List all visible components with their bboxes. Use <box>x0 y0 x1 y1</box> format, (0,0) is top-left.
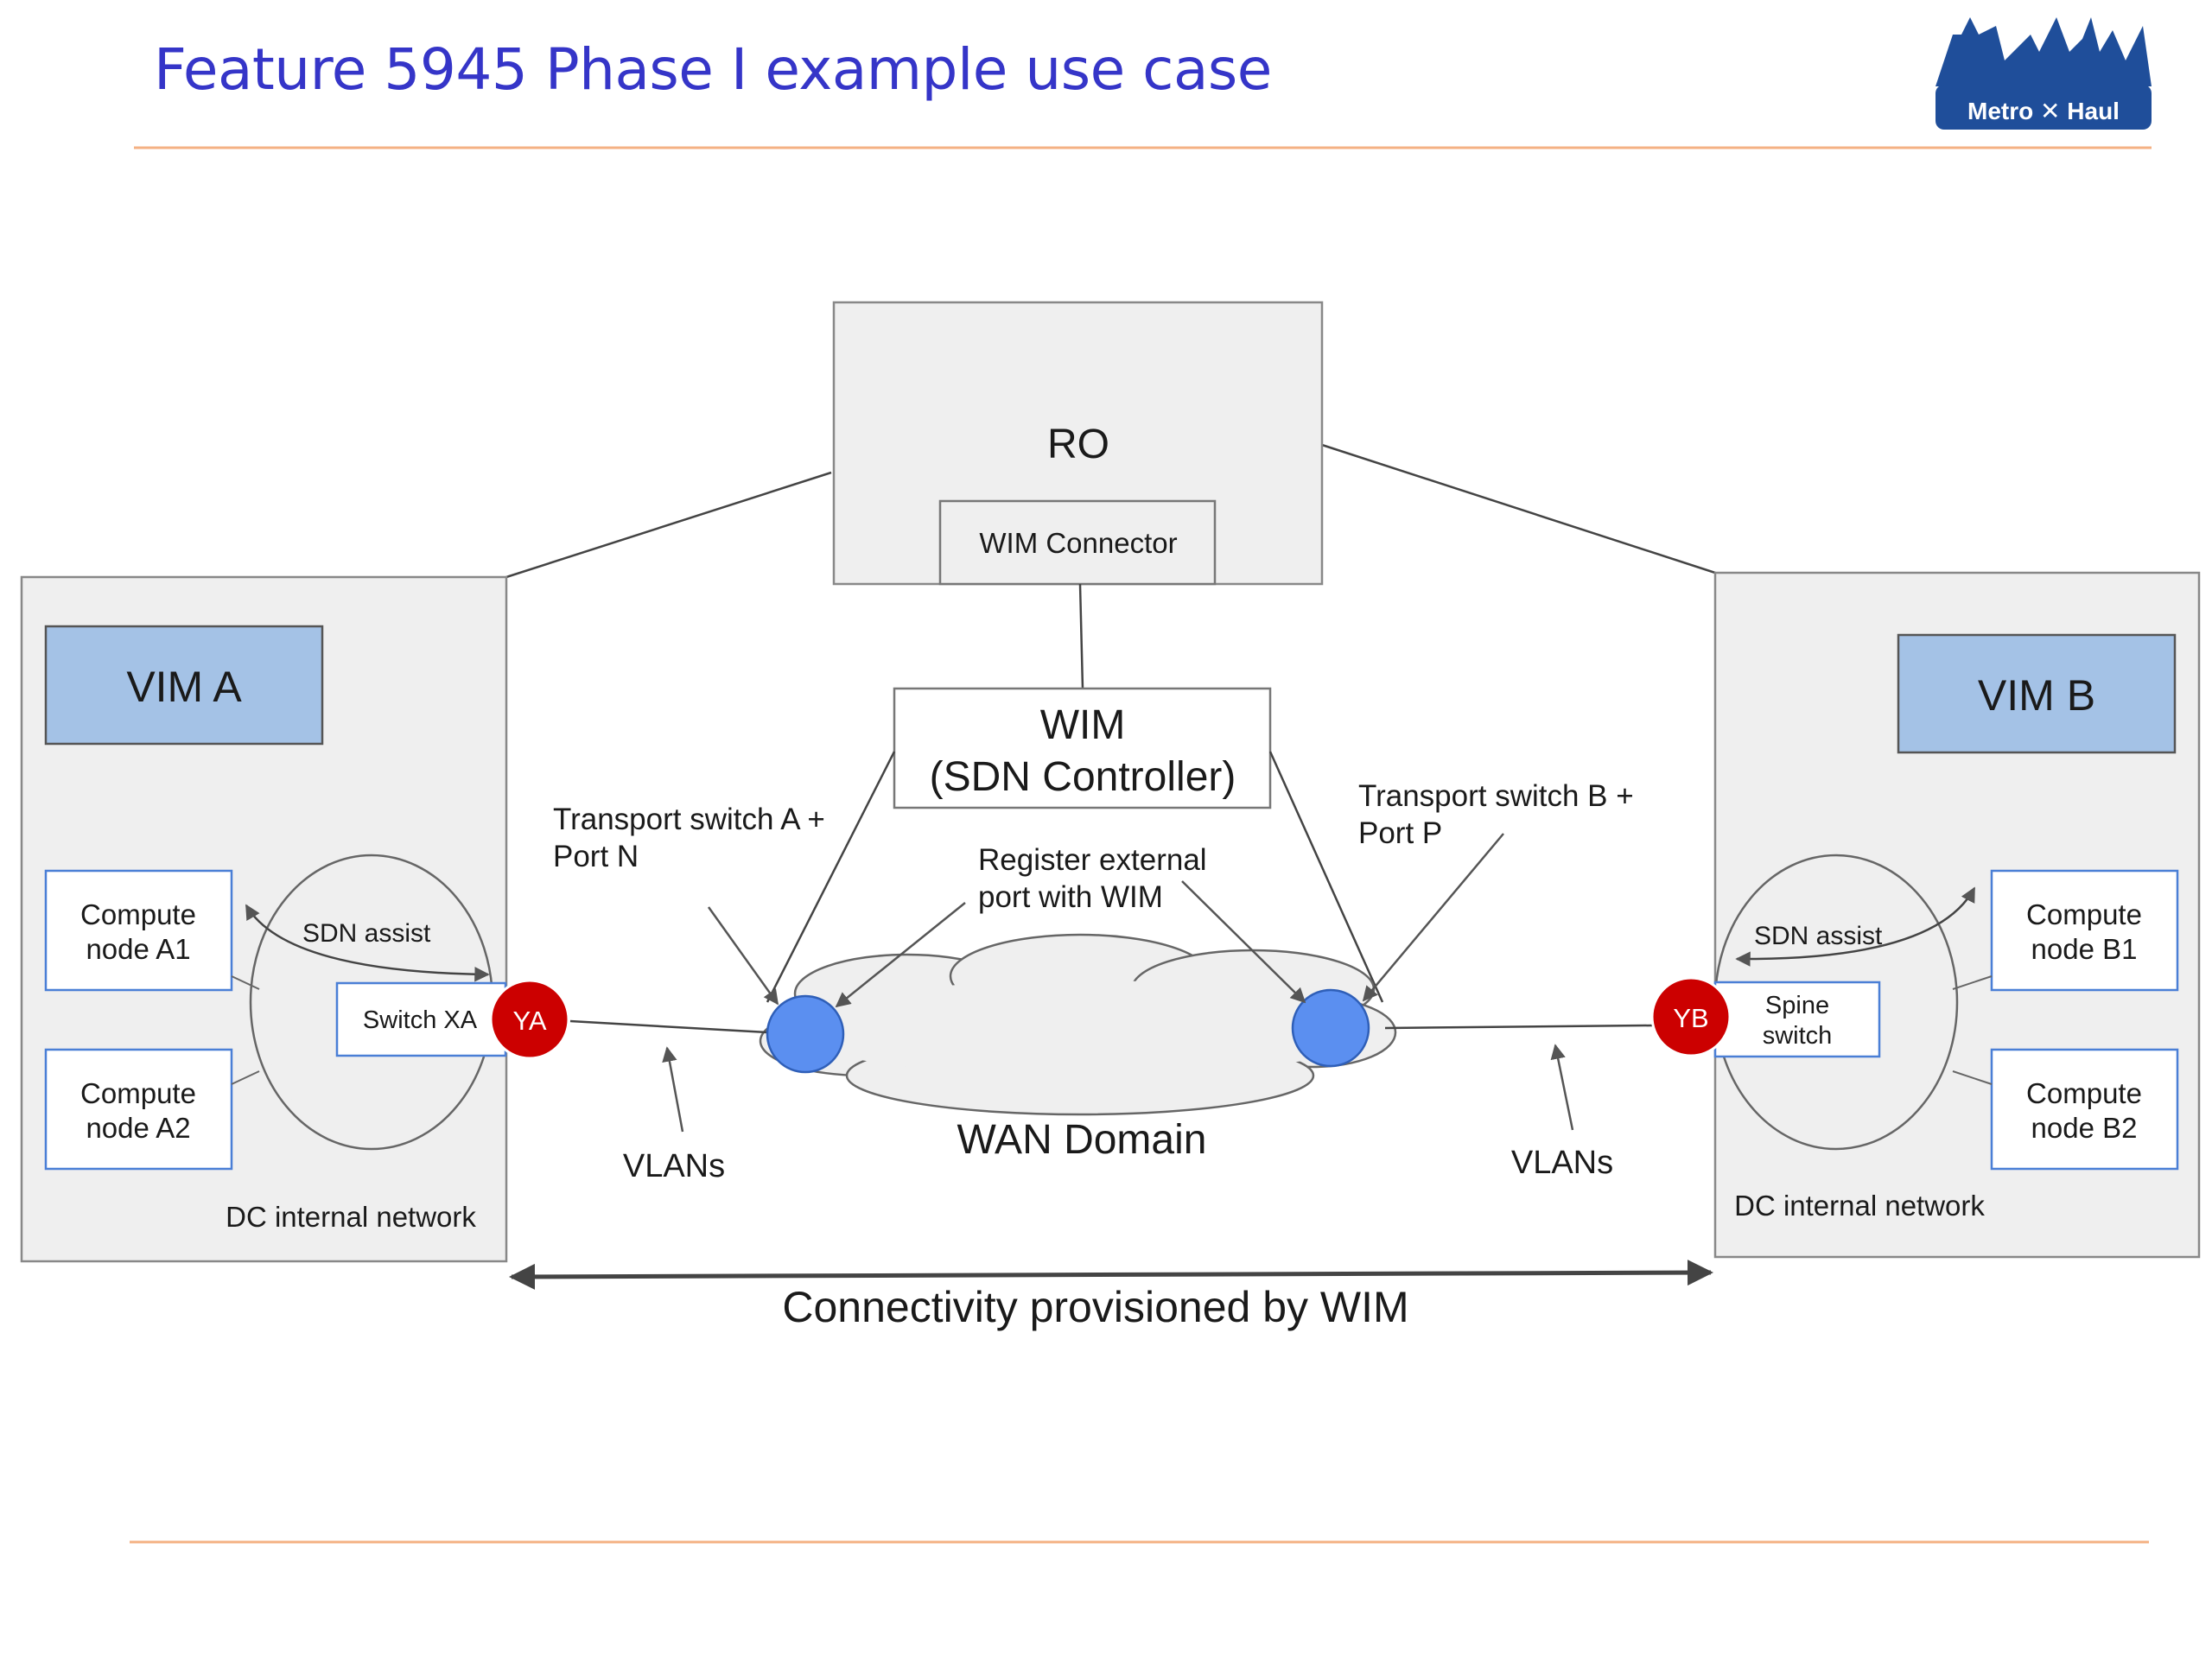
compute-a2-line2: node A2 <box>86 1112 190 1144</box>
transport-a-line1: Transport switch A + <box>553 803 825 836</box>
vim-a-box <box>44 625 324 746</box>
wan-cloud <box>759 933 1397 1116</box>
spine-switch-line2: switch <box>1763 1022 1833 1050</box>
port-yb-label: YB <box>1673 1003 1708 1033</box>
dc-network-b-label: DC internal network <box>1734 1190 1985 1222</box>
switch-xa-box <box>335 981 507 1057</box>
vim-b-box <box>1897 633 2177 754</box>
transport-port-n <box>766 994 845 1074</box>
dc-network-a-label: DC internal network <box>226 1201 476 1233</box>
spine-switch-line1: Spine <box>1765 992 1829 1019</box>
compute-a1-line1: Compute <box>80 898 196 930</box>
wim-connector-box <box>938 499 1217 586</box>
compute-b2-line1: Compute <box>2026 1077 2142 1109</box>
compute-a1-box <box>44 869 233 992</box>
sdn-assist-b-label: SDN assist <box>1754 922 1883 950</box>
compute-b2-line2: node B2 <box>2031 1112 2138 1144</box>
compute-b1-box <box>1990 869 2179 992</box>
connectivity-label: Connectivity provisioned by WIM <box>782 1283 1408 1331</box>
register-line1: Register external <box>978 843 1207 877</box>
wim-connector-label: WIM Connector <box>979 527 1177 559</box>
port-ya <box>489 979 570 1060</box>
sdn-assist-a-label: SDN assist <box>302 919 431 948</box>
metro-haul-logo: Metro ✕ Haul <box>1936 17 2152 130</box>
switch-xa-label: Switch XA <box>363 1006 478 1034</box>
wim-label-line1: WIM <box>1040 702 1126 748</box>
port-ya-label: YA <box>512 1006 546 1036</box>
vlans-right-label: VLANs <box>1511 1145 1613 1181</box>
compute-a2-box <box>44 1048 233 1171</box>
logo-text: Metro ✕ Haul <box>1967 98 2120 124</box>
compute-b2-box <box>1990 1048 2179 1171</box>
compute-b1-line2: node B1 <box>2031 933 2138 965</box>
vim-a-label: VIM A <box>126 663 242 711</box>
compute-a1-line2: node A1 <box>86 933 190 965</box>
wan-label: WAN Domain <box>957 1117 1207 1163</box>
compute-b1-line1: Compute <box>2026 898 2142 930</box>
wim-box <box>893 687 1272 809</box>
transport-b-line1: Transport switch B + <box>1358 779 1634 813</box>
vim-b-label: VIM B <box>1978 671 2095 720</box>
vlans-left-label: VLANs <box>623 1148 725 1184</box>
wim-label-line2: (SDN Controller) <box>930 754 1236 800</box>
compute-a2-line1: Compute <box>80 1077 196 1109</box>
page-title: Feature 5945 Phase I example use case <box>154 36 1272 103</box>
spine-switch-box <box>1713 981 1881 1058</box>
transport-b-line2: Port P <box>1358 816 1442 850</box>
port-yb <box>1650 976 1732 1057</box>
ro-label: RO <box>1047 422 1109 467</box>
transport-a-line2: Port N <box>553 840 639 873</box>
connectivity-arrow <box>509 1260 1713 1290</box>
register-line2: port with WIM <box>978 880 1163 914</box>
transport-port-p <box>1291 988 1370 1068</box>
